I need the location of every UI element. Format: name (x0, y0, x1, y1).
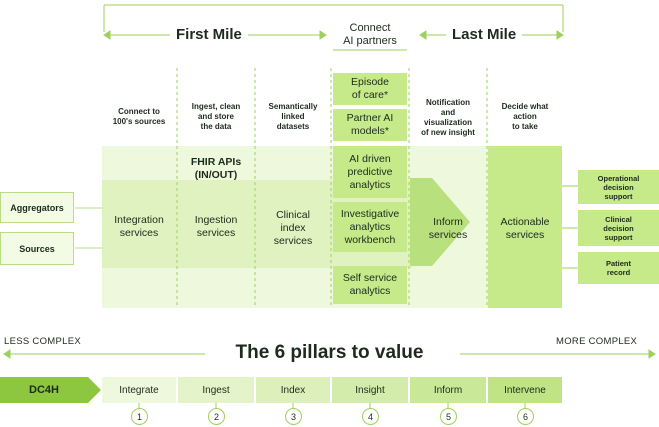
output-operational-decision-support: Operational decision support (578, 170, 659, 204)
pillar-number-6: 6 (517, 408, 534, 425)
dc4h-brand-label: DC4H (29, 384, 59, 396)
more-complex-label: MORE COMPLEX (556, 336, 638, 347)
output-clinical-decision-support: Clinical decision support (578, 210, 659, 246)
source-aggregators: Aggregators (0, 192, 74, 223)
stack-self-service-analytics: Self service analytics (333, 266, 407, 304)
pillar-number-5: 5 (440, 408, 457, 425)
integration-services: Integration services (114, 214, 164, 239)
complexity-arrow (3, 349, 656, 359)
pillar-number-3: 3 (285, 408, 302, 425)
pillar-intervene: Intervene (488, 377, 562, 403)
inform-services: Inform services (428, 216, 468, 241)
ingestion-services: Ingestion services (194, 214, 238, 239)
pillar-inform: Inform (410, 377, 486, 403)
first-mile-title: First Mile (170, 26, 248, 43)
heading-inform: Notification and visualization of new in… (421, 98, 475, 137)
stack-ai-predictive-analytics: AI driven predictive analytics (333, 146, 407, 198)
actionable-column-block (488, 146, 562, 308)
pillar-insight: Insight (332, 377, 408, 403)
less-complex-label: LESS COMPLEX (4, 336, 81, 347)
stack-investigative-workbench: Investigative analytics workbench (333, 202, 407, 252)
clinical-index-services: Clinical index services (273, 208, 313, 247)
stack-partner-ai-models: Partner AI models* (333, 109, 407, 141)
heading-ingest: Ingest, clean and store the data (191, 102, 241, 131)
pillar-number-ticks (138, 403, 526, 409)
output-patient-record: Patient record (578, 252, 659, 284)
pillar-number-4: 4 (362, 408, 379, 425)
pillar-integrate: Integrate (102, 377, 176, 403)
heading-intervene: Decide what action to take (501, 102, 549, 131)
stack-episode-of-care: Episode of care* (333, 73, 407, 105)
actionable-services: Actionable services (500, 216, 550, 241)
last-mile-title: Last Mile (446, 26, 523, 43)
heading-index: Semantically linked datasets (268, 102, 318, 131)
pillar-number-1: 1 (131, 408, 148, 425)
pillars-title: The 6 pillars to value (235, 342, 424, 363)
source-sources: Sources (0, 232, 74, 265)
fhir-apis: FHIR APIs (IN/OUT) (190, 156, 242, 181)
pillar-ingest: Ingest (178, 377, 254, 403)
pillar-number-2: 2 (208, 408, 225, 425)
pillar-index: Index (256, 377, 330, 403)
dc4h-brand-arrow (0, 377, 101, 403)
heading-integrate: Connect to 100's sources (112, 107, 166, 126)
connect-ai-title: Connect AI partners (343, 22, 397, 47)
